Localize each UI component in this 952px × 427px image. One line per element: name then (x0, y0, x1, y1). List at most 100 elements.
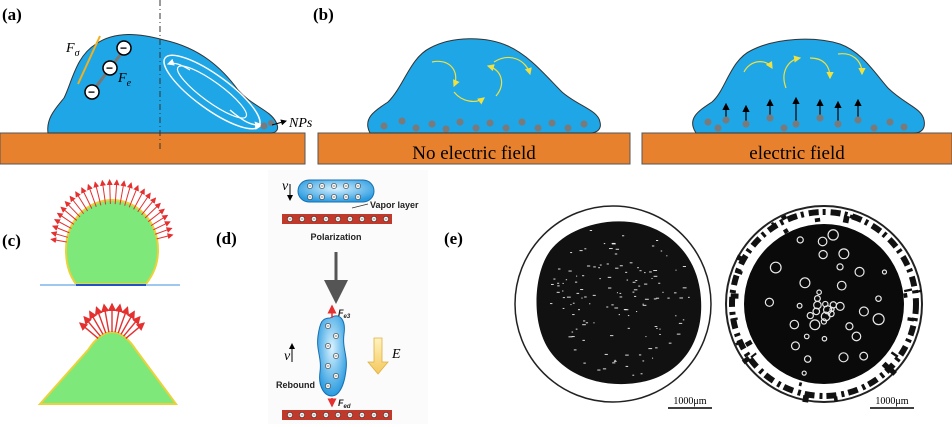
deposit-speck (625, 365, 629, 367)
deposit-speck (583, 362, 586, 364)
deposit-right-rim (729, 209, 919, 399)
force-vector (60, 206, 78, 221)
deposit-speck (611, 304, 614, 306)
rim-fragment (881, 361, 890, 370)
yellow-flow-2 (453, 91, 485, 105)
deposit-speck (572, 302, 575, 304)
deposit-speck (575, 328, 578, 330)
deposit-speck (599, 278, 601, 280)
deposit-speck (635, 280, 638, 282)
deposit-speck (638, 285, 641, 287)
deposit-speck (579, 250, 583, 252)
deposit-speck (656, 327, 658, 329)
rim-fragment (907, 317, 915, 322)
deposit-speck (659, 328, 661, 330)
deposit-speck (612, 362, 616, 364)
force-vector (117, 306, 130, 334)
yellow-flow-7 (809, 57, 834, 80)
negative-charge-top (116, 40, 132, 56)
bubble-ring (827, 229, 839, 241)
deposit-speck (581, 297, 583, 299)
force-vector (69, 195, 85, 215)
nps-label: NPs (288, 116, 313, 131)
deposit-speck (585, 322, 589, 324)
deposit-speck (655, 240, 659, 242)
vapor-layer-pointer (351, 203, 369, 209)
force-vector (50, 231, 68, 238)
force-vector (64, 200, 81, 218)
flow-loop-inner (176, 65, 248, 119)
deposit-speck (566, 296, 571, 298)
deposit-speck (653, 270, 658, 272)
bubble-ring (803, 355, 812, 363)
bubble-ring (820, 318, 828, 325)
deposit-speck (679, 297, 684, 299)
force-vector (147, 208, 165, 223)
rim-fragment (730, 293, 739, 299)
deposit-speck (607, 276, 612, 278)
force-vector (119, 180, 127, 205)
deposit-speck (571, 336, 575, 338)
force-vector (125, 322, 146, 339)
deposit-speck (557, 268, 561, 270)
charges-elongated (325, 323, 339, 389)
rim-fragment (735, 254, 746, 263)
particles-b-left (380, 117, 588, 133)
force-vector (156, 233, 174, 240)
droplet-a (47, 34, 279, 134)
deposit-speck (606, 263, 609, 265)
yellow-flow-4 (493, 57, 532, 76)
deposit-speck (592, 294, 596, 296)
deposit-speck (582, 275, 585, 277)
bubble-ring (821, 335, 828, 342)
droplet-b-left (367, 38, 601, 134)
force-vector (128, 184, 139, 208)
panel-a: (a) NPs − − − Fσ Fe (0, 0, 313, 165)
rim-fragment (842, 215, 850, 224)
deposit-speck (557, 285, 560, 287)
deposit-speck (655, 297, 660, 299)
fed-label: Fed (338, 398, 351, 410)
bubble-ring (764, 297, 775, 307)
rim-fragment (750, 352, 757, 359)
force-vector (87, 183, 97, 207)
deposit-speck (619, 292, 622, 294)
surface-tension-arrow (77, 35, 101, 85)
rim-fragment (744, 339, 753, 347)
bubble-ring (838, 248, 850, 260)
rim-fragment (782, 228, 789, 235)
bubble-ring (801, 370, 807, 376)
velocity-label-top: v (282, 179, 289, 194)
substrate-b-right (641, 132, 952, 165)
deposit-speck (562, 297, 565, 299)
nps-particle-1 (260, 122, 268, 130)
deposit-speck (573, 349, 577, 351)
deposit-speck (604, 353, 608, 355)
force-vector (50, 237, 67, 244)
deposit-speck (562, 282, 564, 284)
deposit-speck (606, 306, 609, 308)
bubble-ring (799, 277, 811, 289)
deposit-speck (639, 270, 642, 272)
deposit-speck (651, 245, 655, 247)
deposit-speck (626, 279, 629, 281)
deposit-speck (632, 291, 635, 293)
deposit-speck (687, 296, 690, 298)
force-vector (114, 303, 123, 333)
bubble-ring (806, 311, 814, 320)
deposit-speck (674, 292, 677, 294)
bubble-ring (872, 313, 885, 326)
deposit-speck (648, 348, 653, 350)
bubble-ring (822, 305, 833, 315)
drop-elongated (317, 315, 347, 397)
force-arrows-c-top (50, 179, 174, 244)
deposit-speck (607, 287, 612, 289)
deposit-speck (653, 275, 658, 277)
rim-fragment (887, 366, 897, 376)
minus-glyph-mid: − (106, 61, 113, 75)
yellow-flow-1 (431, 60, 460, 88)
deposit-speck (582, 324, 586, 326)
force-vector (53, 219, 72, 229)
deposit-speck (675, 315, 677, 317)
rim-fragment (849, 214, 856, 220)
